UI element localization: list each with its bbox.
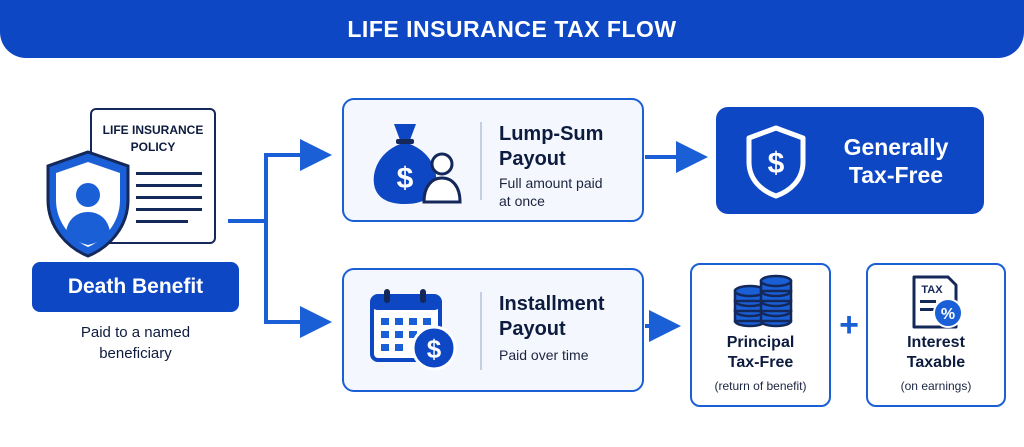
installment-divider xyxy=(480,292,482,370)
death-benefit-desc: Paid to a named beneficiary xyxy=(32,322,239,364)
connector-to-lumpsum xyxy=(264,139,332,221)
death-benefit-text: Death Benefit xyxy=(67,275,204,298)
lump-sum-title-line2: Payout xyxy=(499,148,566,170)
tax-label: TAX xyxy=(921,284,943,296)
calendar-dollar-icon: $ xyxy=(370,289,457,371)
money-bag-person-icon: $ xyxy=(373,124,462,204)
doc-text-lines xyxy=(136,172,202,223)
lump-sum-title-line1: Lump-Sum xyxy=(499,123,604,145)
lump-sum-desc-line1: Full amount paid xyxy=(499,175,603,191)
lump-sum-desc-line2: at once xyxy=(499,193,545,209)
installment-title-line2: Payout xyxy=(499,318,566,340)
installment-title-line1: Installment xyxy=(499,293,605,315)
installment-desc: Paid over time xyxy=(499,347,589,363)
svg-text:%: % xyxy=(941,306,955,323)
interest-card: TAX % Interest Taxable (on earnings) xyxy=(866,263,1006,407)
coin-stack-icon xyxy=(733,274,793,328)
policy-doc-line2: POLICY xyxy=(130,140,176,154)
tax-free-box: $ Generally Tax-Free xyxy=(716,107,984,214)
connector-to-installment xyxy=(264,221,332,338)
svg-text:$: $ xyxy=(427,334,442,364)
principal-title-line2: Tax-Free xyxy=(727,354,794,371)
header-banner: LIFE INSURANCE TAX FLOW xyxy=(0,0,1024,58)
interest-note: (on earnings) xyxy=(900,379,972,393)
shield-dollar-icon: $ xyxy=(746,125,806,199)
principal-title-line1: Principal xyxy=(726,334,795,351)
plus-sign: + xyxy=(839,306,859,344)
principal-note: (return of benefit) xyxy=(714,379,807,393)
tax-free-line1: Generally xyxy=(843,134,949,160)
installment-card: $ Installment Payout Paid over time xyxy=(342,268,644,392)
shield-person-icon xyxy=(46,150,130,258)
interest-title-line2: Taxable xyxy=(906,354,966,371)
death-benefit-desc-line2: beneficiary xyxy=(99,345,172,362)
lump-sum-card: $ Lump-Sum Payout Full amount paid at on… xyxy=(342,98,644,222)
svg-text:$: $ xyxy=(768,147,785,180)
interest-title-line1: Interest xyxy=(907,334,965,351)
tax-percent-icon: TAX % xyxy=(912,275,963,329)
tax-free-line2: Tax-Free xyxy=(848,162,944,188)
policy-doc-line1: LIFE INSURANCE xyxy=(102,123,204,137)
death-benefit-label: Death Benefit xyxy=(32,262,239,312)
principal-card: Principal Tax-Free (return of benefit) xyxy=(690,263,831,407)
page-title: LIFE INSURANCE TAX FLOW xyxy=(347,15,677,42)
lump-sum-divider xyxy=(480,122,482,200)
svg-text:$: $ xyxy=(397,162,414,195)
death-benefit-desc-line1: Paid to a named xyxy=(80,324,191,341)
